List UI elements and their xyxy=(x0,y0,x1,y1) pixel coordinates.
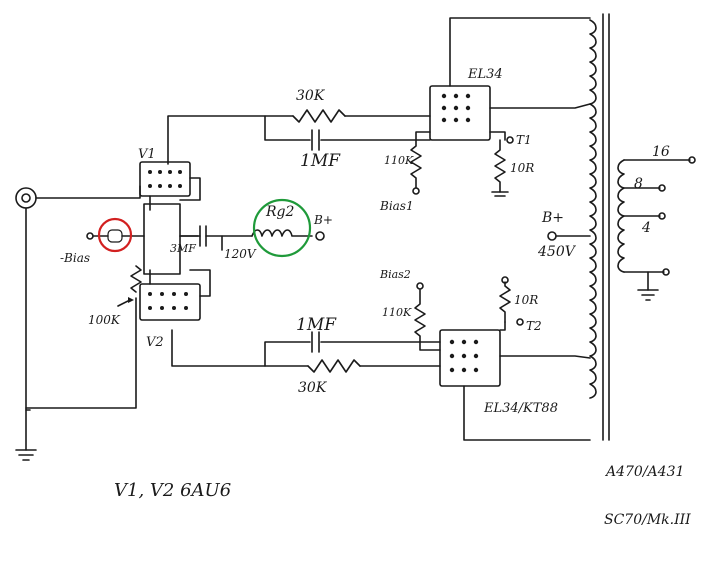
input-section xyxy=(15,185,142,461)
secondary-winding xyxy=(617,159,625,273)
labels: V1 V2 V1, V2 6AU6 EL34 EL34/KT88 30K 1MF… xyxy=(60,67,691,528)
lower-plate-wire xyxy=(463,385,591,441)
rg2-section xyxy=(179,198,325,258)
neg-bias-terminal xyxy=(86,232,94,240)
lower-screen-wire xyxy=(499,355,591,359)
rg2-bplus-terminal xyxy=(315,231,325,241)
lower-feedback-network xyxy=(171,329,441,373)
lower-grid-resistor-label: 110K xyxy=(382,306,412,319)
lower-tube-envelope xyxy=(439,329,501,387)
input-jack-icon[interactable] xyxy=(15,187,37,209)
bplus-terminal xyxy=(547,231,557,241)
bplus-centre-tap xyxy=(547,231,591,241)
pot-wire xyxy=(25,297,137,409)
lower-tube-pins xyxy=(449,339,479,373)
tap16-label: 16 xyxy=(652,144,670,160)
lower-output-tube xyxy=(414,276,591,441)
lower-feedback-resistor xyxy=(307,359,361,373)
upper-tube-envelope xyxy=(429,85,491,141)
v1-tube xyxy=(139,161,201,211)
upper-plate-wire xyxy=(449,17,591,87)
neg-bias-label: -Bias xyxy=(60,251,90,265)
cathode-block xyxy=(143,203,201,275)
upper-cathode-resistor-label: 10R xyxy=(510,161,534,175)
tap8-terminal xyxy=(658,184,666,192)
lower-cathode-top-terminal xyxy=(501,276,509,284)
v2-label: V2 xyxy=(146,335,164,350)
pot-label: 100K xyxy=(88,313,121,327)
v2-envelope xyxy=(139,283,201,321)
upper-tube-label: EL34 xyxy=(467,67,503,82)
bias1-label: Bias1 xyxy=(379,199,414,213)
upper-cathode-resistor xyxy=(494,139,506,193)
t1-label: T1 xyxy=(516,133,532,147)
upper-grid-resistor-label: 110K xyxy=(384,154,414,167)
input-ground-wire xyxy=(25,207,31,411)
input-wire xyxy=(35,185,141,199)
pot-100k[interactable] xyxy=(130,265,142,293)
bplus-voltage-label: 450V xyxy=(537,244,577,260)
t1-terminal xyxy=(506,136,514,144)
tap4-label: 4 xyxy=(641,220,651,236)
v2-pins xyxy=(148,292,188,310)
lower-cathode-resistor-label: 10R xyxy=(514,293,538,307)
v2-tube xyxy=(139,269,211,321)
upper-tube-pins xyxy=(441,93,471,123)
rg2-label: Rg2 xyxy=(265,204,295,220)
lower-feedback-resistor-label: 30K xyxy=(298,380,328,396)
node-voltage-label: 120V xyxy=(224,247,257,261)
bplus-label: B+ xyxy=(541,210,564,226)
v1-label: V1 xyxy=(138,147,156,162)
v1-pins xyxy=(148,170,182,188)
upper-feedback-network xyxy=(167,109,431,165)
lower-cathode-resistor xyxy=(499,281,511,323)
primary-winding xyxy=(589,19,597,399)
output-transformer xyxy=(589,13,696,441)
red-highlight-circle xyxy=(97,217,133,253)
neg-bias-section xyxy=(86,217,145,253)
bias-led-icon xyxy=(107,229,123,243)
upper-feedback-resistor-label: 30K xyxy=(296,88,326,104)
upper-screen-wire xyxy=(489,103,591,109)
v1-envelope xyxy=(139,161,191,197)
tap0-terminal xyxy=(662,268,670,276)
bias2-terminal xyxy=(416,282,424,290)
lower-grid-resistor xyxy=(414,289,441,351)
t2-label: T2 xyxy=(526,319,542,333)
tap8-label: 8 xyxy=(634,176,643,192)
upper-output-tube xyxy=(410,17,591,197)
tap16-terminal xyxy=(688,156,696,164)
t2-terminal xyxy=(516,318,524,326)
upper-feedback-resistor xyxy=(292,109,346,123)
green-highlight-circle xyxy=(252,198,312,258)
rg2-bplus-label: B+ xyxy=(313,213,333,227)
transformer-label-2: SC70/Mk.III xyxy=(604,512,691,528)
coupling-cap-label: 3MF xyxy=(170,242,196,255)
bias1-terminal xyxy=(412,187,420,195)
tube-type-note: V1, V2 6AU6 xyxy=(114,480,231,501)
lower-cathode-wire xyxy=(499,321,506,331)
upper-feedback-cap-label: 1MF xyxy=(300,151,341,171)
transformer-label-1: A470/A431 xyxy=(604,464,684,480)
upper-cathode-wire xyxy=(489,131,506,141)
pot-wiper-arrow-icon xyxy=(128,297,134,303)
upper-grid-resistor xyxy=(410,131,431,189)
lower-feedback-cap-label: 1MF xyxy=(296,315,337,335)
bias2-label: Bias2 xyxy=(379,268,411,281)
rg2-resistor xyxy=(251,229,313,237)
lower-tube-label: EL34/KT88 xyxy=(483,401,558,416)
tap4-terminal xyxy=(658,212,666,220)
